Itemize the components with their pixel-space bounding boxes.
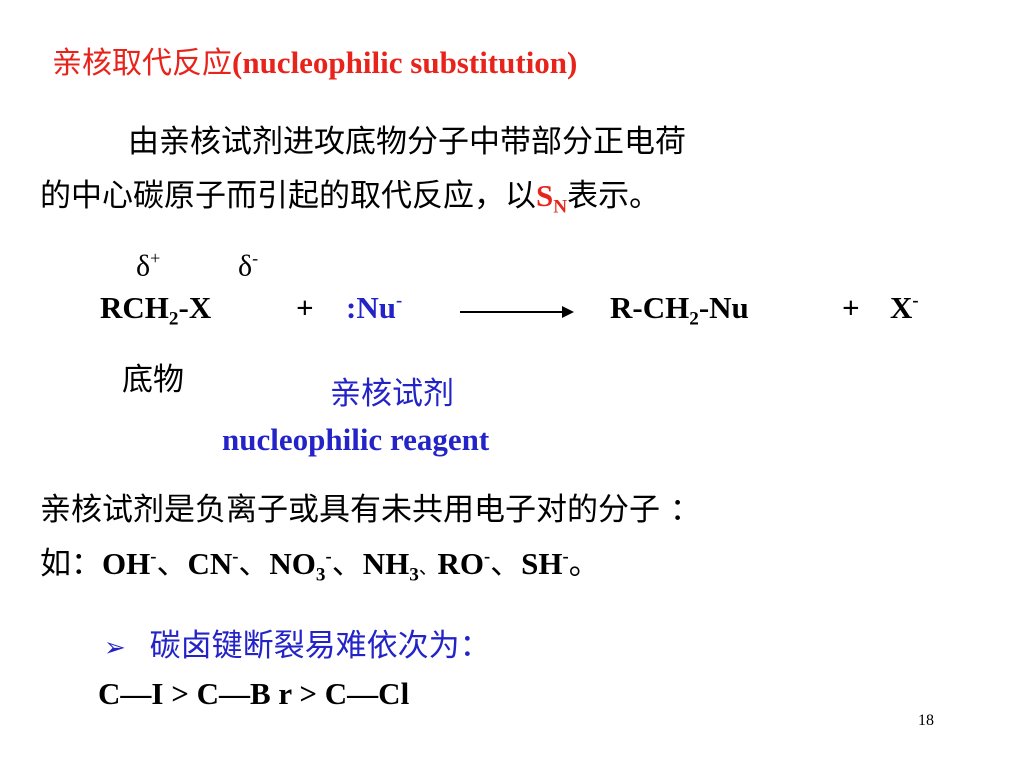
slide-title: 亲核取代反应(nucleophilic substitution) — [52, 38, 577, 82]
reagent-description: 亲核试剂是负离子或具有未共用电子对的分子 ： — [40, 492, 701, 528]
substrate-label: 底物 — [122, 362, 184, 398]
page-number: 18 — [918, 712, 934, 729]
plus-sign-2: + — [842, 290, 860, 325]
product-formula: R-CH2-Nu — [610, 290, 749, 330]
example-oh: OH- — [102, 545, 157, 581]
bond-order: C—I > C—B r > C—Cl — [98, 676, 410, 711]
definition-line-2-text: 的中心碳原子而引起的取代反应，以 — [40, 178, 536, 214]
definition-line-1: 由亲核试剂进攻底物分子中带部分正电荷 — [128, 124, 686, 160]
title-english: (nucleophilic substitution) — [232, 45, 578, 80]
definition-line-2: 的中心碳原子而引起的取代反应，以SN表示。 — [40, 170, 660, 219]
nucleophile-formula: :Nu- — [346, 290, 403, 326]
bullet-text: 碳卤键断裂易难依次为： — [149, 628, 491, 664]
title-chinese: 亲核取代反应 — [52, 46, 232, 81]
bullet-line: ➢ 碳卤键断裂易难依次为： — [104, 620, 491, 665]
example-sh: SH- — [521, 545, 569, 581]
sn-symbol: SN — [536, 178, 568, 218]
example-nh3: NH3 — [362, 546, 419, 586]
example-ro: RO- — [437, 545, 491, 581]
reagent-examples: 如：OH-、CN-、NO3-、NH3、RO-、SH-。 — [40, 545, 600, 586]
delta-plus: δ+ — [136, 248, 161, 283]
reagent-label-chinese: 亲核试剂 — [330, 376, 454, 412]
reagent-label-english: nucleophilic reagent — [222, 422, 490, 457]
delta-minus: δ- — [238, 248, 259, 283]
bullet-arrow-icon: ➢ — [104, 633, 126, 663]
plus-sign-1: + — [296, 290, 314, 325]
reaction-arrow — [460, 306, 574, 318]
example-cn: CN- — [187, 545, 239, 581]
leaving-group: X- — [890, 290, 919, 326]
example-no3: NO3- — [269, 545, 332, 586]
substrate-formula: RCH2-X — [100, 290, 212, 330]
definition-line-2-end: 表示。 — [567, 178, 661, 214]
